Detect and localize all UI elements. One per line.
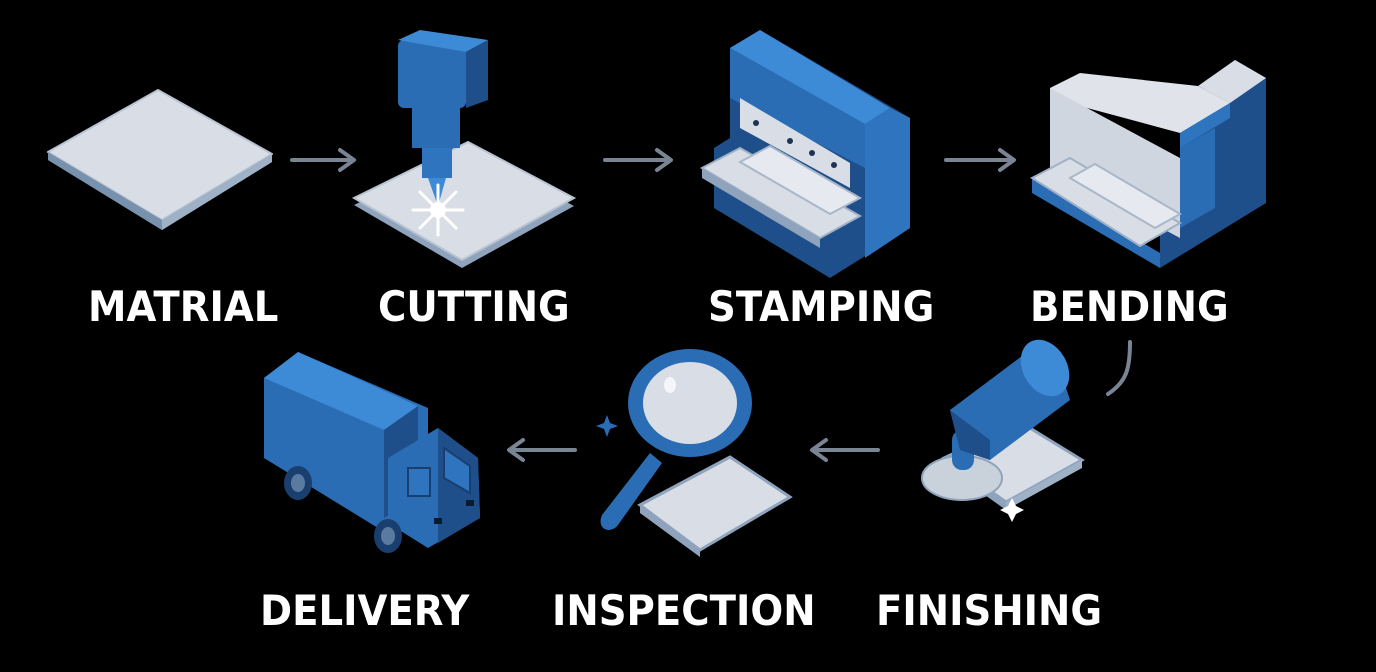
- arrow-right-icon: [603, 148, 673, 172]
- bending-press-icon: [1030, 60, 1266, 268]
- arrow-right-icon: [944, 148, 1016, 172]
- step-label-finishing: FINISHING: [876, 586, 1103, 635]
- step-label-cutting: CUTTING: [378, 282, 570, 331]
- step-label-material: MATRIAL: [88, 282, 279, 331]
- polisher-icon: [921, 339, 1085, 522]
- step-label-bending: BENDING: [1030, 282, 1229, 331]
- laser-cutter-icon: [351, 30, 577, 268]
- step-label-delivery: DELIVERY: [260, 586, 470, 635]
- metal-sheet-icon: [47, 89, 273, 230]
- step-label-inspection: INSPECTION: [552, 586, 816, 635]
- stamping-press-icon: [699, 30, 910, 278]
- arrow-left-icon: [507, 438, 577, 462]
- arrow-left-icon: [810, 438, 880, 462]
- arrow-down-curve-icon: [1106, 340, 1132, 396]
- step-label-stamping: STAMPING: [708, 282, 935, 331]
- magnifying-glass-icon: [596, 349, 793, 557]
- truck-icon: [264, 352, 480, 553]
- arrow-right-icon: [290, 148, 356, 172]
